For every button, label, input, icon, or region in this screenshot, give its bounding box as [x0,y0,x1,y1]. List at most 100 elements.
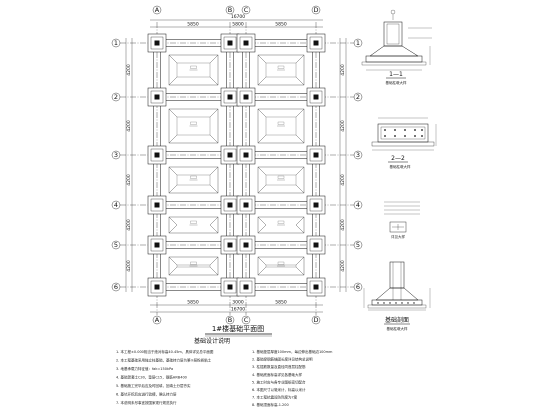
bay-slab [168,166,219,194]
right-dimension-texts: 4200 4200 4200 4200 4200 [340,64,346,272]
section-2-note: 基础柱墩大样 [390,164,411,169]
axis-bubble-row [111,282,121,292]
plan-title-block: 1#楼基础平面图 [205,324,272,337]
pad-step [239,280,253,294]
top-dim-1: 5850 [187,22,199,28]
column-mark [243,242,249,248]
left-dim-4: 4200 [126,219,132,231]
axis-label-row: 1 [356,39,360,47]
bottom-total-dim: 16700 [231,307,245,313]
column-mark [313,202,319,208]
section-1-label: 1—1 [389,71,403,78]
pad-step [239,148,253,162]
axis-bubble-col [225,315,235,325]
foundation-cushion [367,304,427,309]
pad-step [239,36,253,50]
axis-label-col: B [228,6,232,14]
note-right-item: 2. 基础梁钢筋锚固长度详见结构总说明 [252,357,313,362]
left-dim-5: 4200 [126,260,132,272]
pad-step [239,90,253,104]
pad-step [239,238,253,252]
bay-slab [168,108,219,144]
axis-bubble-row [111,150,121,160]
column-stub [383,21,403,47]
beam-section [377,123,429,143]
axis-bubble-row [111,38,121,48]
bay-slab [168,256,219,276]
axis-label-row: 6 [114,283,118,291]
pad-step [223,90,237,104]
axis-bubble-row [111,200,121,210]
axis-bubble-row [353,240,363,250]
column-mark [243,202,249,208]
left-dim-2: 4200 [126,120,132,132]
column-mark [154,202,160,208]
axis-bubble-row [353,282,363,292]
detail-section-1-1 [361,9,432,71]
column-mark [154,40,160,46]
small-detail-box [389,221,407,233]
axis-label-col: A [155,6,160,14]
axis-label-row: 5 [114,241,118,249]
foundation-base [371,299,423,306]
note-right-item: 1. 基础垫层厚度100mm，每边伸出基础边100mm [252,349,333,354]
column-mark [154,242,160,248]
column-mark [227,284,233,290]
note-left-item: 6. 基坑开挖后应进行验槽，确认持力层 [116,392,177,397]
bottom-dim-1: 5850 [187,300,199,306]
column-mark [313,152,319,158]
axis-label-row: 4 [114,201,118,209]
bottom-dimension-texts: 5850 3000 5850 16700 [187,300,287,313]
bay-slab [168,216,219,234]
pad-step [239,198,253,212]
column-mark [313,94,319,100]
axis-label-col: D [313,6,318,14]
axis-label-col: D [313,316,318,324]
axis-bubble-row [111,92,121,102]
pad-step [223,148,237,162]
note-left-item: 7. 本说明未尽事宜按国家现行规范执行 [116,400,177,405]
top-dim-2: 5800 [232,22,244,28]
beam-rebar-dots [384,129,423,137]
footing-base [365,55,423,63]
foundation-section-title: 基础剖面 [385,316,409,324]
right-dim-1: 4200 [340,64,346,76]
note-right-item: 5. 施工时应与各专业图纸密切配合 [252,379,306,384]
axis-label-row: 4 [356,201,360,209]
bay-slab [257,216,305,234]
column-mark [227,202,233,208]
pad-step [150,198,164,212]
axis-bubble-row [111,240,121,250]
foundation-section-note: 基础柱墩大样 [387,326,408,331]
right-dim-2: 4200 [340,120,346,132]
note-right-item: 6. 本图尺寸以毫米计，标高以米计 [252,387,306,392]
footing-slope [369,45,419,57]
column-mark [313,40,319,46]
axis-label-col: C [244,316,249,324]
axis-label-row: 5 [356,241,360,249]
axis-bubble-row [353,92,363,102]
footing-cushion [361,61,427,66]
left-dimension-texts: 4200 4200 4200 4200 4200 [126,64,132,272]
pad-step [223,280,237,294]
column-mark [243,94,249,100]
column-mark [313,284,319,290]
small-detail-note: 详见大样 [391,234,405,239]
note-left-item: 4. 基础混凝土C30，垫层C15，钢筋HRB400 [116,375,187,380]
axis-label-col: B [228,316,232,324]
column-mark [154,94,160,100]
note-right-item: 7. 本工程抗震设防烈度为7度 [252,395,298,400]
pad-step [309,280,323,294]
axis-label-row: 1 [114,39,118,47]
note-right-item: 3. 柱插筋数量及直径同首层柱配筋 [252,364,306,369]
left-dim-1: 4200 [126,64,132,76]
note-right-item: 4. 基础底面标高详见各基础大样 [252,372,302,377]
dimension-lines [125,19,347,313]
axis-bubble-row [353,150,363,160]
axis-label-row: 2 [114,93,118,101]
bay-slab [168,54,219,86]
axis-label-col: A [155,316,160,324]
